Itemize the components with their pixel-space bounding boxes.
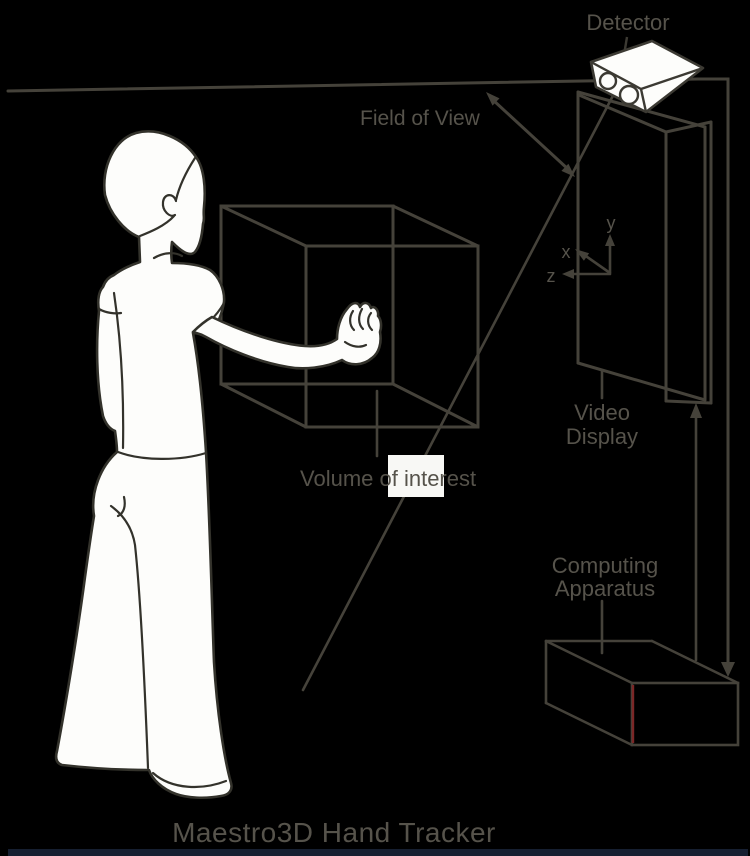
axis-x-label: x <box>562 242 571 262</box>
label-chip <box>388 455 444 497</box>
y-arrowhead <box>605 234 615 246</box>
pants-seam <box>109 504 150 770</box>
down-arrowhead <box>721 662 735 677</box>
finger-line <box>349 309 356 332</box>
arm-torso-line <box>112 291 125 450</box>
video-display-box <box>576 90 713 405</box>
diagram-title: Maestro3D Hand Tracker <box>172 817 496 848</box>
computing-apparatus-box <box>544 599 740 747</box>
person-right-arm <box>191 301 383 370</box>
hair-line <box>174 156 197 202</box>
computing-apparatus-label-line2: Apparatus <box>555 576 655 601</box>
field-of-view-arrow <box>486 92 575 177</box>
hairline-nape <box>138 214 176 238</box>
detector-lens <box>618 84 640 106</box>
detector-lens <box>598 71 618 91</box>
axis-z-label: z <box>547 266 556 286</box>
field-of-view-label: Field of View <box>360 107 481 130</box>
video-display-label-line1: Video <box>574 400 630 425</box>
ear <box>161 194 178 217</box>
finger-line <box>358 307 365 331</box>
bottom-edge-strip <box>8 849 748 856</box>
field-of-view-ray <box>301 84 620 692</box>
thumb-line <box>343 340 368 348</box>
collar-line <box>152 252 184 260</box>
wall-line-and-signal-path <box>6 77 735 677</box>
person-figure <box>54 130 383 800</box>
axis-y-label: y <box>607 213 616 233</box>
left-sleeve-hem <box>97 307 123 315</box>
computing-apparatus-label-line1: Computing <box>552 553 658 578</box>
shoe-sole-line <box>151 771 228 789</box>
z-arrowhead <box>562 269 574 279</box>
volume-of-interest-label: Volume of interest <box>300 466 476 491</box>
fov-arrowhead-down <box>561 163 575 177</box>
shirt-hem <box>116 450 208 460</box>
detector-label: Detector <box>586 10 669 35</box>
finger-line <box>367 311 374 332</box>
up-arrowhead <box>690 403 702 418</box>
person-body <box>54 130 233 800</box>
display-apparatus-link <box>690 403 702 662</box>
x-arrowhead <box>575 249 590 261</box>
coordinate-axes: y x z <box>547 213 616 286</box>
video-display-label-line2: Display <box>566 424 638 449</box>
seat-seam <box>116 495 126 518</box>
fov-arrowhead-up <box>486 92 500 106</box>
detector-camera <box>589 36 705 114</box>
